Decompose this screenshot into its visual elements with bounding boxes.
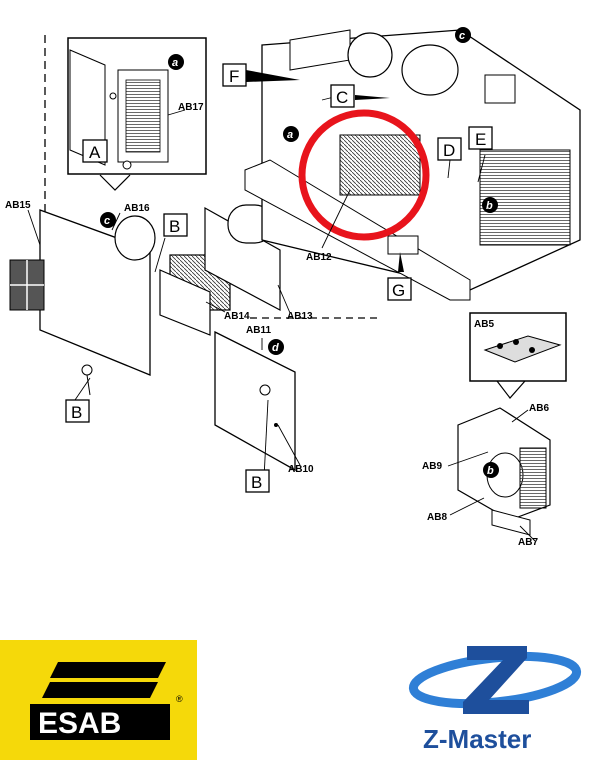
zmaster-logo: Z-Master xyxy=(405,636,585,760)
svg-text:a: a xyxy=(172,57,178,69)
part-label-ab17: AB17 xyxy=(178,102,204,113)
circle-letter-d: d xyxy=(268,339,284,355)
arrow-f xyxy=(246,70,300,82)
box-letter-b-3: B xyxy=(245,469,270,493)
box-letter-c: C xyxy=(330,84,355,108)
part-label-ab5: AB5 xyxy=(474,319,494,330)
svg-text:Z-Master: Z-Master xyxy=(423,724,531,754)
esab-logo: ESAB ® xyxy=(0,640,197,760)
part-label-ab8: AB8 xyxy=(427,512,447,523)
part-label-ab16: AB16 xyxy=(124,203,150,214)
box-letter-a: A xyxy=(82,139,108,163)
arrow-g xyxy=(398,252,404,272)
exploded-parts-diagram: AB17 AB15 AB16 AB12 AB13 AB14 AB11 AB10 … xyxy=(5,27,581,548)
svg-text:c: c xyxy=(459,30,465,42)
svg-text:c: c xyxy=(104,215,110,227)
svg-text:E: E xyxy=(475,130,486,149)
circle-letter-b-2: b xyxy=(483,462,499,478)
board-ab10 xyxy=(214,317,380,472)
main-chassis xyxy=(244,29,581,301)
arrow-c xyxy=(355,95,390,100)
box-letter-g: G xyxy=(387,277,412,301)
module-ab6-ab9 xyxy=(457,407,551,536)
svg-text:A: A xyxy=(89,143,101,162)
part-label-ab7: AB7 xyxy=(518,537,538,548)
svg-text:G: G xyxy=(392,281,405,300)
circle-letter-a-1: a xyxy=(168,54,184,70)
svg-text:B: B xyxy=(169,217,180,236)
svg-text:ESAB: ESAB xyxy=(38,707,121,740)
part-label-ab9: AB9 xyxy=(422,461,442,472)
svg-text:b: b xyxy=(487,465,494,477)
callout-ab5 xyxy=(469,312,567,399)
part-label-ab10: AB10 xyxy=(288,464,314,475)
svg-text:B: B xyxy=(251,473,262,492)
svg-text:D: D xyxy=(443,141,455,160)
highlight-circle xyxy=(298,109,430,241)
box-letter-d: D xyxy=(437,137,462,161)
circle-letter-c-1: c xyxy=(455,27,471,43)
circle-letter-a-2: a xyxy=(283,126,299,142)
part-label-ab11: AB11 xyxy=(246,325,271,336)
svg-text:®: ® xyxy=(176,694,183,704)
svg-text:B: B xyxy=(71,403,82,422)
box-letter-b-1: B xyxy=(163,213,188,237)
part-label-ab15: AB15 xyxy=(5,200,31,211)
svg-text:a: a xyxy=(287,129,293,141)
box-letter-f: F xyxy=(222,63,247,87)
callout-ab17 xyxy=(67,37,207,191)
svg-text:b: b xyxy=(486,200,493,212)
part-label-ab13: AB13 xyxy=(287,311,313,322)
part-label-ab14: AB14 xyxy=(224,311,250,322)
box-letter-e: E xyxy=(468,126,493,150)
part-label-ab12: AB12 xyxy=(306,252,332,263)
box-letter-b-2: B xyxy=(65,399,90,423)
circle-letter-b-1: b xyxy=(482,197,498,213)
svg-text:C: C xyxy=(336,88,348,107)
svg-text:F: F xyxy=(229,67,239,86)
part-label-ab6: AB6 xyxy=(529,403,549,414)
circle-letter-c-2: c xyxy=(100,212,116,228)
svg-text:d: d xyxy=(272,342,279,354)
